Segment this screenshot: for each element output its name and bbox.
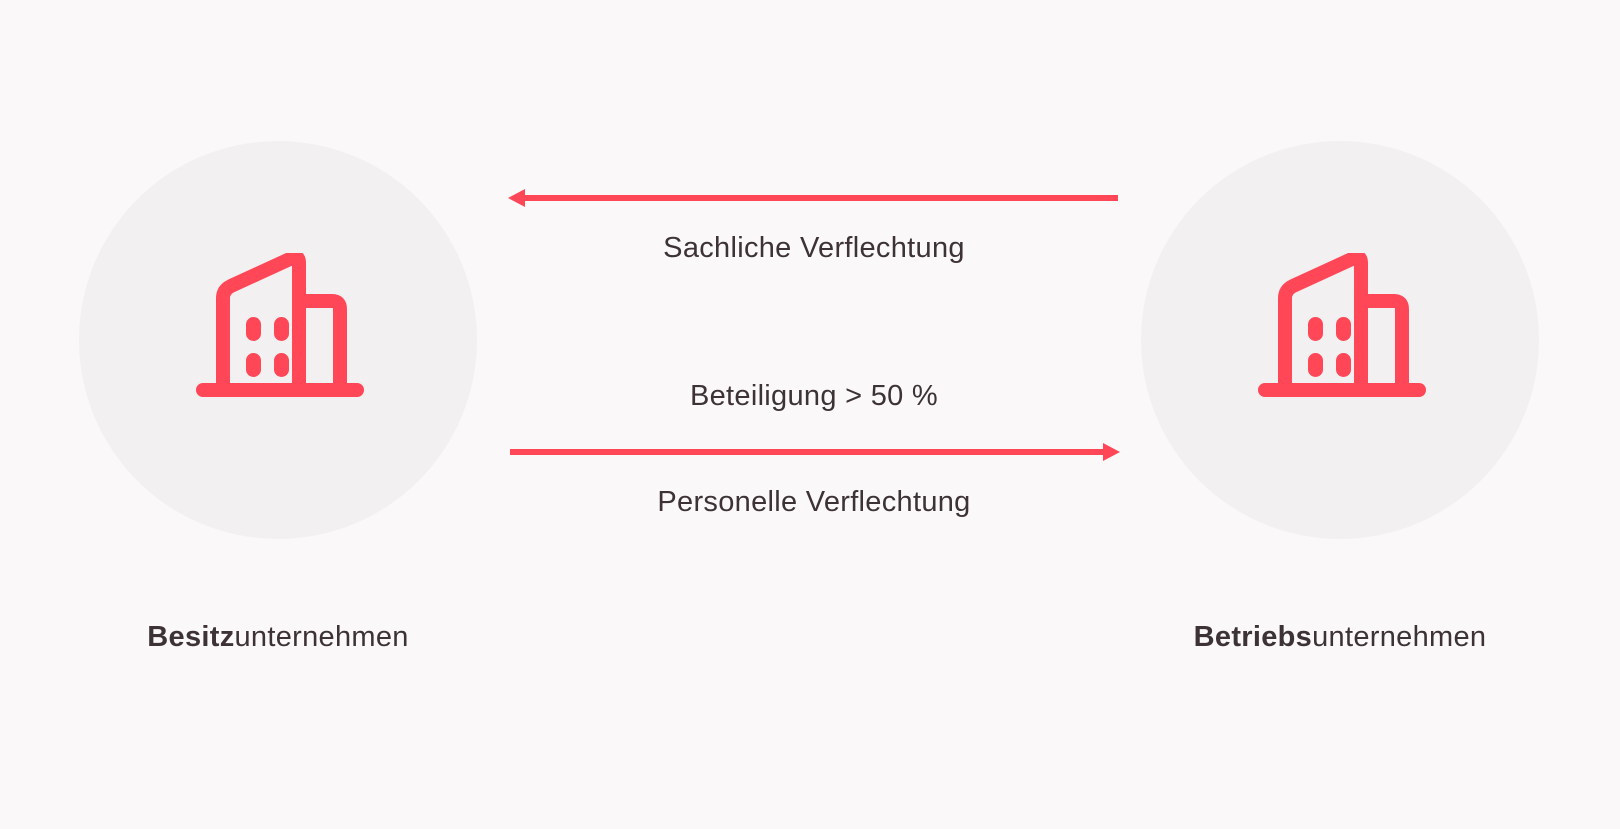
node-label-betriebsunternehmen: Betriebsunternehmen bbox=[1141, 621, 1539, 654]
edge-label-beteiligung: Beteiligung > 50 % bbox=[689, 380, 939, 412]
besitzunternehmen-node bbox=[79, 141, 477, 539]
node-label-bold: Betriebs bbox=[1193, 621, 1313, 653]
node-label-besitzunternehmen: Besitzunternehmen bbox=[79, 621, 477, 654]
node-label-bold: Besitz bbox=[147, 621, 235, 653]
edge-label-personelle-verflechtung: Personelle Verflechtung bbox=[657, 486, 971, 518]
building-icon bbox=[1258, 253, 1426, 397]
edge-label-sachliche-verflechtung: Sachliche Verflechtung bbox=[663, 232, 965, 264]
arrow-left bbox=[508, 189, 1118, 207]
betriebsunternehmen-node bbox=[1141, 141, 1539, 539]
arrow-right bbox=[510, 443, 1120, 461]
node-label-rest: unternehmen bbox=[1312, 621, 1487, 653]
node-label-rest: unternehmen bbox=[234, 621, 409, 653]
building-icon bbox=[196, 253, 364, 397]
